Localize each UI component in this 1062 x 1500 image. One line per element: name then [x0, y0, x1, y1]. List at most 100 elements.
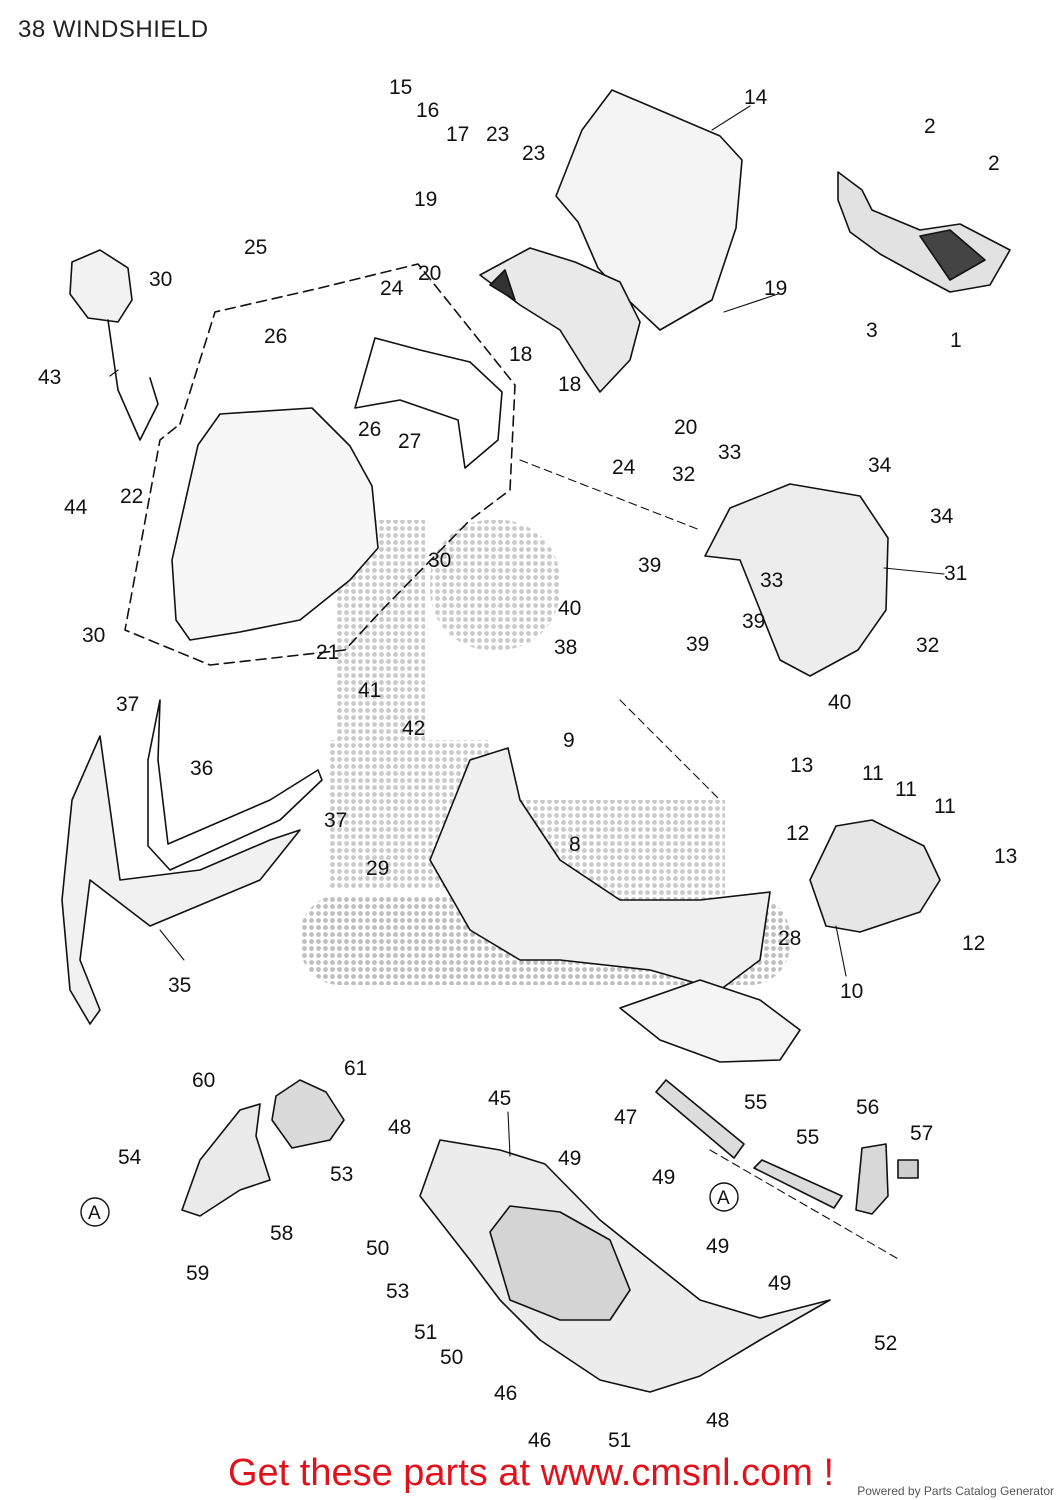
callout-49: 49: [706, 1235, 729, 1258]
callout-labels: 1 2 2 3 8 9 10 11 11 11 12 12 13 13 14 1…: [38, 76, 1017, 1452]
callout-45: 45: [488, 1087, 511, 1110]
trim-36: [147, 699, 323, 871]
callout-23: 23: [486, 123, 509, 146]
callout-23: 23: [522, 142, 545, 165]
callout-17: 17: [446, 123, 469, 146]
reference-A-markers: A A: [80, 1182, 739, 1227]
callout-49: 49: [652, 1166, 675, 1189]
callout-30: 30: [82, 624, 105, 647]
callout-56: 56: [856, 1096, 879, 1119]
callout-51: 51: [414, 1321, 437, 1344]
callout-42: 42: [402, 717, 425, 740]
callout-21: 21: [316, 641, 339, 664]
callout-25: 25: [244, 236, 267, 259]
callout-43: 43: [38, 366, 61, 389]
callout-46: 46: [528, 1429, 551, 1452]
callout-54: 54: [118, 1146, 142, 1169]
side-cowl-35: [61, 735, 301, 1025]
callout-29: 29: [366, 857, 389, 880]
callout-40: 40: [558, 597, 581, 620]
screen-front: [171, 407, 379, 641]
callout-14: 14: [744, 86, 768, 109]
callout-36: 36: [190, 757, 213, 780]
bracket-assembly: [479, 247, 641, 393]
callout-39: 39: [686, 633, 709, 656]
lower-panel: [619, 979, 801, 1063]
callout-58: 58: [270, 1222, 293, 1245]
callout-20: 20: [674, 416, 697, 439]
inner-panel-27: [354, 337, 503, 469]
ref-a-left: A: [88, 1203, 101, 1224]
callout-3: 3: [866, 319, 878, 342]
callout-2: 2: [924, 115, 936, 138]
callout-15: 15: [389, 76, 412, 99]
callout-44: 44: [64, 496, 88, 519]
callout-1: 1: [950, 329, 962, 352]
callout-31: 31: [944, 562, 967, 585]
callout-28: 28: [778, 927, 801, 950]
page-title: 38 WINDSHIELD: [18, 16, 209, 43]
callout-49: 49: [558, 1147, 581, 1170]
callout-30: 30: [149, 268, 172, 291]
callout-34: 34: [868, 454, 892, 477]
callout-32: 32: [916, 634, 939, 657]
callout-49: 49: [768, 1272, 791, 1295]
callout-19: 19: [414, 188, 437, 211]
callout-12: 12: [786, 822, 809, 845]
callout-13: 13: [994, 845, 1017, 868]
callout-50: 50: [440, 1346, 463, 1369]
callout-48: 48: [706, 1409, 729, 1432]
callout-59: 59: [186, 1262, 209, 1285]
callout-34: 34: [930, 505, 954, 528]
inner-panel-10: [809, 819, 941, 933]
callout-2: 2: [988, 152, 1000, 175]
callout-9: 9: [563, 729, 575, 752]
callout-13: 13: [790, 754, 813, 777]
callout-37: 37: [324, 809, 347, 832]
part-57: [897, 1159, 919, 1179]
strip-55-a: [655, 1079, 745, 1159]
callout-30: 30: [428, 549, 451, 572]
callout-18: 18: [558, 373, 581, 396]
callout-37: 37: [116, 693, 139, 716]
callout-47: 47: [614, 1106, 637, 1129]
callout-18: 18: [509, 343, 532, 366]
callout-46: 46: [494, 1382, 517, 1405]
callout-39: 39: [638, 554, 661, 577]
callout-11: 11: [895, 778, 917, 801]
cover-1: [837, 171, 1011, 293]
callout-51: 51: [608, 1429, 631, 1452]
callout-60: 60: [192, 1069, 215, 1092]
callout-11: 11: [862, 762, 884, 785]
part-61: [271, 1079, 345, 1149]
part-56: [855, 1143, 889, 1215]
callout-24: 24: [380, 277, 404, 300]
callout-8: 8: [569, 833, 581, 856]
callout-22: 22: [120, 485, 143, 508]
callout-57: 57: [910, 1122, 933, 1145]
callout-26: 26: [264, 325, 287, 348]
callout-55: 55: [796, 1126, 819, 1149]
cta-link[interactable]: Get these parts at www.cmsnl.com !: [227, 1452, 835, 1494]
callout-40: 40: [828, 691, 851, 714]
callout-26: 26: [358, 418, 381, 441]
mirror-43: [69, 249, 133, 323]
callout-52: 52: [874, 1332, 897, 1355]
upper-cowl-31: [704, 483, 889, 677]
callout-38: 38: [554, 636, 577, 659]
callout-20: 20: [418, 262, 441, 285]
callout-55: 55: [744, 1091, 767, 1114]
callout-27: 27: [398, 430, 421, 453]
grille: [489, 1205, 631, 1321]
ref-a-right: A: [717, 1188, 730, 1209]
bracket-58: [181, 1103, 271, 1217]
powered-by-credit: Powered by Parts Catalog Generator: [857, 1484, 1054, 1498]
callout-11: 11: [934, 795, 956, 818]
callout-61: 61: [344, 1057, 367, 1080]
callout-53: 53: [386, 1280, 409, 1303]
callout-16: 16: [416, 99, 439, 122]
callout-10: 10: [840, 980, 863, 1003]
lower-cowl-45: [419, 1139, 831, 1393]
panel-25-dashed: [124, 263, 516, 666]
